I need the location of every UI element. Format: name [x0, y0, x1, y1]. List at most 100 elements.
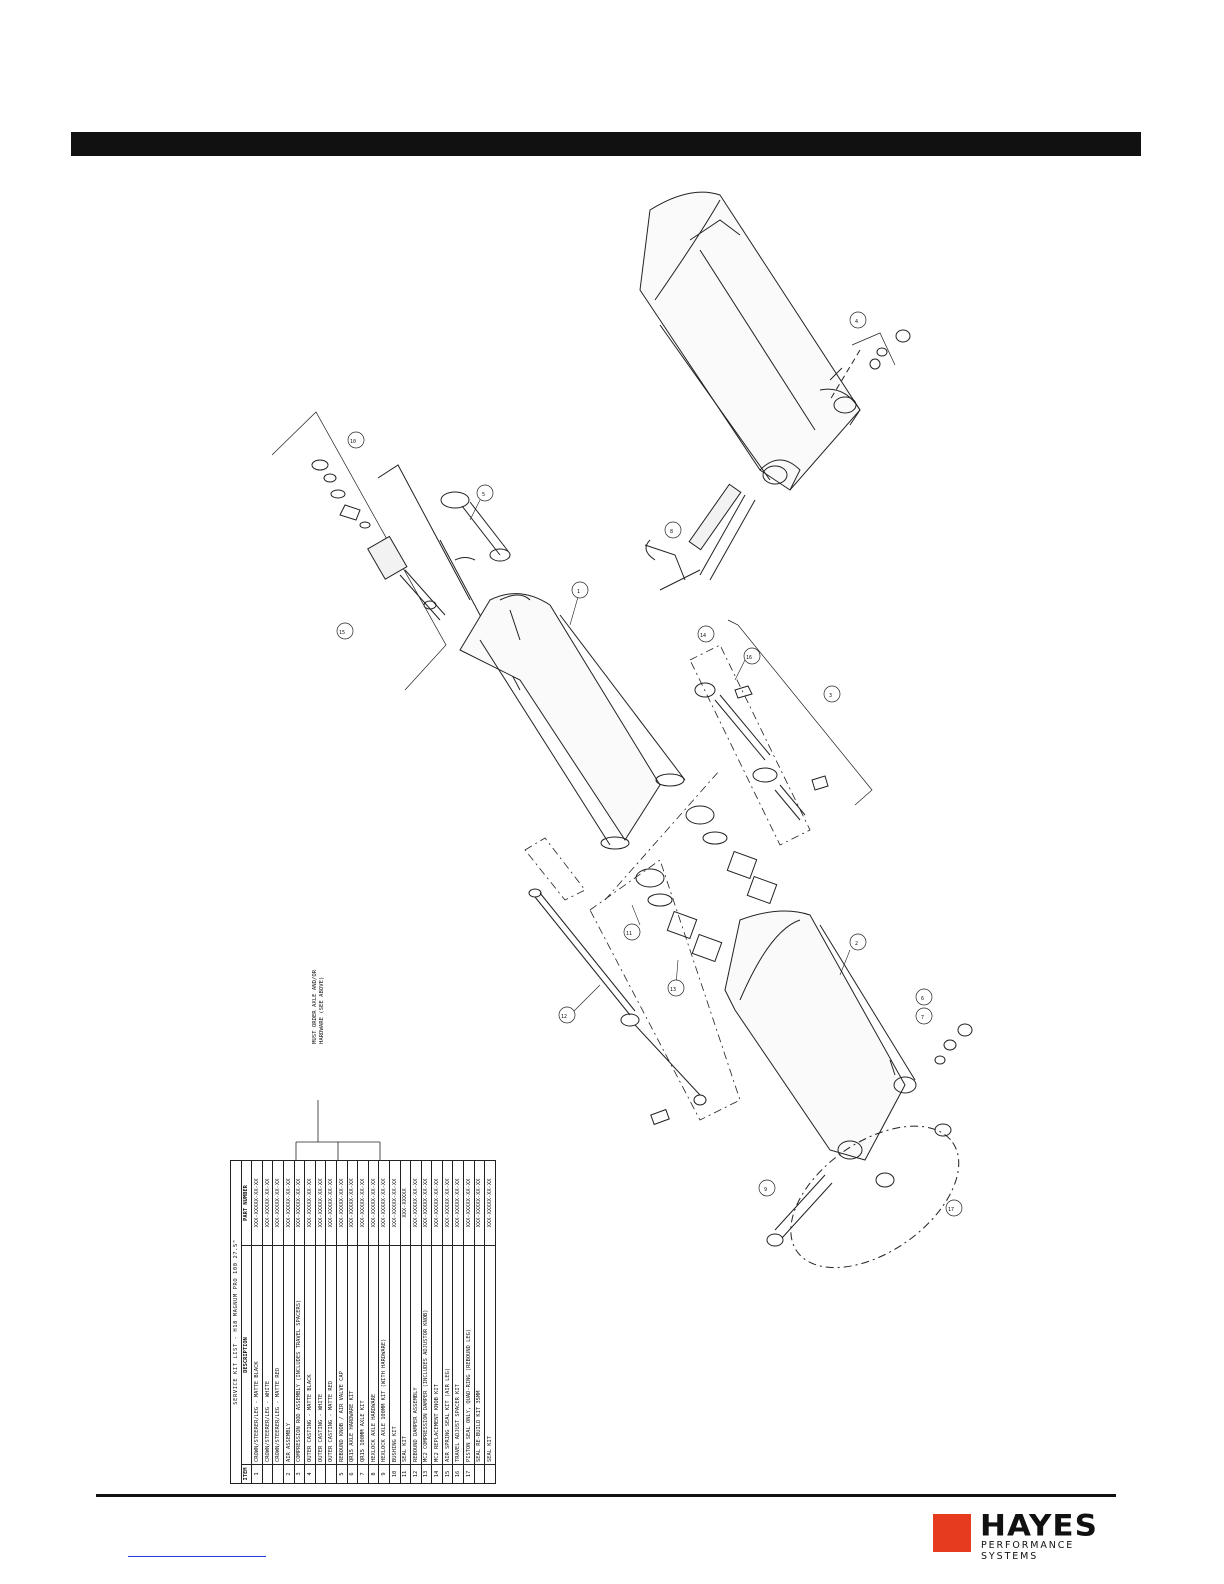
kit-item-description: SEAL KIT [484, 1245, 496, 1465]
kit-item-number [272, 1464, 284, 1484]
kit-item-number: 4 [304, 1464, 316, 1484]
kit-item-number: 13 [421, 1464, 432, 1484]
svg-text:15: 15 [339, 630, 345, 636]
hexlock-axle [766, 1174, 833, 1247]
kit-item-description: PISTON SEAL ONLY, QUAD-RING (REBOUND LEG… [463, 1245, 475, 1465]
kit-col-item: ITEM [241, 1464, 252, 1484]
callout-17: 17 [945, 1199, 963, 1217]
callout-13: 13 [667, 979, 685, 997]
callout-6: 6 [915, 988, 933, 1006]
kit-item-description: SEAL KIT [400, 1245, 411, 1465]
callout-5: 5 [476, 484, 494, 502]
kit-part-number: XXX-XXXXX-XX-XX [347, 1160, 358, 1246]
kit-item-number [315, 1464, 326, 1484]
kit-item-description: CROWN/STEERER/LEG - MATTE BLACK [251, 1245, 263, 1465]
kit-part-number: XXX-XXXXX-XX-XX [304, 1160, 316, 1246]
callout-7: 7 [915, 1007, 933, 1025]
kit-part-number: XXX-XXXXX-XX-XX [294, 1160, 305, 1246]
kit-item-number: 3 [294, 1464, 305, 1484]
rebound-damper-assembly [271, 411, 447, 691]
kit-item-number: 5 [336, 1464, 348, 1484]
kit-part-number: XXX-XXXXX-XX-XX [325, 1160, 337, 1246]
hayes-logo: HAYES PERFORMANCE SYSTEMS [930, 1508, 1120, 1562]
kit-item-number: 17 [463, 1464, 475, 1484]
kit-part-number: XXX-XXXXX-XX-XX [368, 1160, 379, 1246]
logo-tagline: PERFORMANCE SYSTEMS [981, 1540, 1075, 1562]
outer-casting-lower [724, 910, 917, 1161]
callout-10: 10 [347, 431, 365, 449]
callout-1: 1 [571, 581, 589, 599]
kit-item-description: BUSHING KIT [389, 1245, 400, 1465]
callout-15: 15 [336, 622, 354, 640]
kit-item-number: 11 [400, 1464, 411, 1484]
kit-part-number: XXX-XXXXX-XX-XX [484, 1160, 496, 1246]
hardware-upper [829, 329, 911, 401]
kit-item-description: MC2 REPLACEMENT KNOB KIT [431, 1245, 443, 1465]
callout-2: 2 [849, 933, 867, 951]
kit-item-description: OUTER CASTING - MATTE BLACK [304, 1245, 316, 1465]
kit-item-description: REBOUND KNOB / AIR VALVE CAP [336, 1245, 348, 1465]
kit-part-number: XXX-XXXXX-XX-XX [389, 1160, 400, 1246]
logo-red-square [933, 1514, 971, 1552]
logo-wordmark: HAYES [980, 1508, 1098, 1544]
kit-item-number: 16 [452, 1464, 464, 1484]
compression-rod-assembly [694, 619, 873, 821]
svg-text:10: 10 [350, 439, 356, 445]
header-bar [71, 132, 1141, 156]
kit-item-description: AIR ASSEMBLY [283, 1245, 295, 1465]
kit-item-number: 7 [357, 1464, 369, 1484]
callout-8: 8 [664, 521, 682, 539]
kit-item-number: 15 [442, 1464, 453, 1484]
kit-table-title: SERVICE KIT LIST - H18 MAGNUM PRO 100 27… [230, 1160, 242, 1484]
kit-item-description: QR15 100MM AXLE KIT [357, 1245, 369, 1465]
footer-rule [96, 1494, 1116, 1497]
kit-item-description: OUTER CASTING - WHITE [315, 1245, 326, 1465]
kit-part-number: XXX-XXXXX-XX-XX [442, 1160, 453, 1246]
kit-note: MUST ORDER AXLE AND/OR HARDWARE (SEE ABO… [312, 969, 325, 1044]
kit-item-description: REBOUND DAMPER ASSEMBLY [410, 1245, 422, 1465]
callout-12: 12 [558, 1006, 576, 1024]
kit-item-number: 10 [389, 1464, 400, 1484]
svg-text:2: 2 [855, 941, 858, 947]
footer-link-underline[interactable] [128, 1556, 266, 1557]
kit-item-description: AIR SPRING SEAL KIT (AIR LEG) [442, 1245, 453, 1465]
kit-item-description: TRAVEL ADJUST SPACER KIT [452, 1245, 464, 1465]
kit-item-description: COMPRESSION ROD ASSEMBLY (INCLUDES TRAVE… [294, 1245, 305, 1465]
callout-16: 16 [743, 647, 761, 665]
svg-text:14: 14 [700, 633, 706, 639]
svg-text:5: 5 [482, 492, 485, 498]
kit-item-number [484, 1464, 496, 1484]
kit-item-number: 9 [378, 1464, 390, 1484]
kit-item-description: QR15 AXLE HARDWARE KIT [347, 1245, 358, 1465]
svg-text:12: 12 [561, 1014, 567, 1020]
seal-bushing-kit [635, 805, 778, 963]
kit-item-description: MC2 COMPRESSION DAMPER (INCLUDES ADJUSTO… [421, 1245, 432, 1465]
kit-col-part-number: PART NUMBER [241, 1160, 252, 1246]
kit-col-description: DESCRIPTION [241, 1245, 252, 1465]
svg-text:8: 8 [670, 529, 673, 535]
service-kit-table: SERVICE KIT LIST - H18 MAGNUM PRO 100 27… [230, 1160, 496, 1484]
svg-text:1: 1 [577, 589, 580, 595]
svg-text:6: 6 [921, 996, 924, 1002]
callout-11: 11 [623, 923, 641, 941]
kit-part-number: XXX-XXXXX-XX-XX [272, 1160, 284, 1246]
callout-9: 9 [758, 1179, 776, 1197]
kit-part-number: XXX-XXXXX-XX-XX [431, 1160, 443, 1246]
kit-item-description: HEXLOCK AXLE HARDWARE [368, 1245, 379, 1465]
kit-item-number: 2 [283, 1464, 295, 1484]
